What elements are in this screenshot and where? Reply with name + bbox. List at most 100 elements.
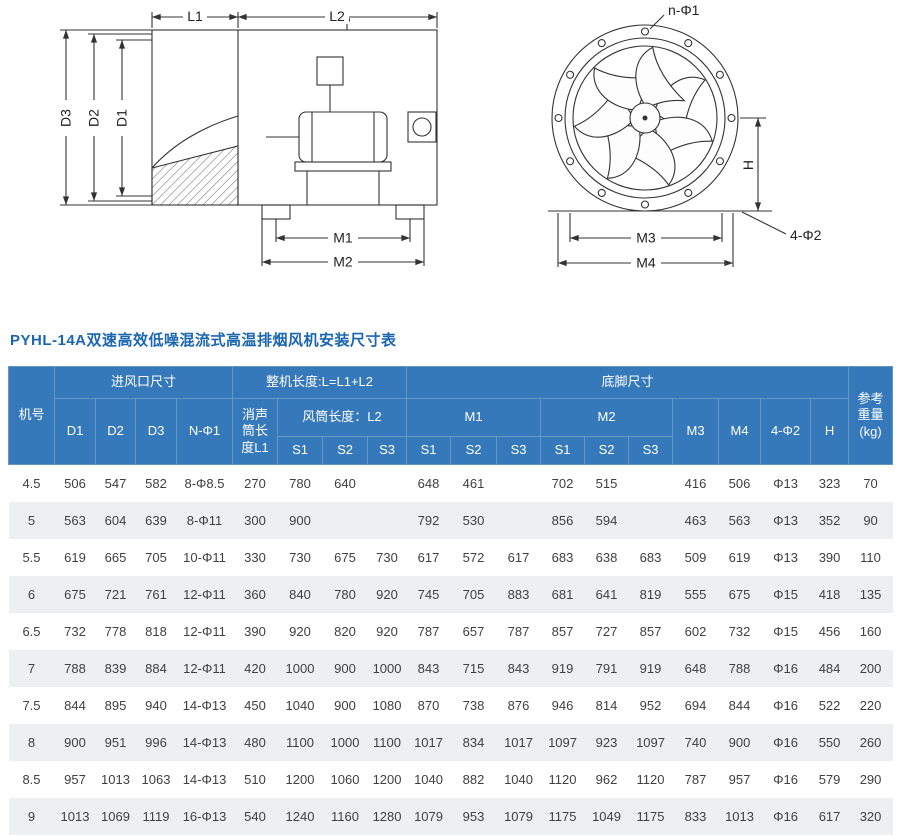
cell-value: 563	[728, 512, 751, 528]
cell-value: 1240	[285, 808, 315, 824]
impeller	[573, 46, 713, 186]
cell-value: 900	[728, 734, 751, 750]
cell-value: 420	[244, 660, 266, 676]
cell-value: 579	[818, 771, 841, 787]
cell-value: 547	[104, 475, 127, 491]
cell-value: 1000	[330, 734, 360, 750]
cell-value: 290	[859, 771, 882, 787]
group-header-overall: 整机长度:L=L1+L2	[232, 366, 408, 399]
cell-value: 484	[818, 660, 841, 676]
cell-model: 8.5	[22, 771, 41, 787]
cell-value: Φ15	[773, 586, 798, 602]
cell-value: 702	[551, 475, 574, 491]
sub-header-m1-s3: S3	[496, 436, 542, 465]
cell-value: 480	[244, 734, 266, 750]
cell-value: 509	[684, 549, 707, 565]
cell-value: 390	[818, 549, 841, 565]
cell-value: 594	[595, 512, 618, 528]
cell-value: 820	[334, 623, 356, 639]
cell-value: 1100	[373, 734, 401, 750]
sub-header-m2-s3: S3	[628, 436, 674, 465]
sub-header-m2-s1: S1	[540, 436, 586, 465]
dim-label-4-phi2: 4-Φ2	[790, 227, 822, 243]
cell-value: 818	[145, 623, 167, 639]
cell-value: 515	[595, 475, 618, 491]
cell-value: 840	[289, 586, 311, 602]
cell-value: 12-Φ11	[183, 660, 226, 676]
cell-value: 1017	[414, 734, 443, 750]
cell-value: 1000	[285, 660, 315, 676]
cell-value: 900	[334, 660, 356, 676]
cell-value: 530	[462, 512, 485, 528]
cell-value: 876	[507, 697, 530, 713]
cell-model: 6.5	[22, 623, 41, 639]
cell-value: 638	[595, 549, 618, 565]
table-header: 机号 进风口尺寸 整机长度:L=L1+L2 底脚尺寸 参考 重量 (kg) D1…	[8, 366, 894, 465]
cell-value: 833	[684, 808, 707, 824]
cell-value: 792	[417, 512, 440, 528]
cell-value: 12-Φ11	[183, 623, 226, 639]
cell-value: 951	[104, 734, 127, 750]
cell-value: 1120	[636, 771, 665, 787]
cell-value: 463	[684, 512, 707, 528]
cell-value: 657	[462, 623, 485, 639]
cell-value: 730	[376, 549, 398, 565]
cell-value: 540	[244, 808, 266, 824]
cell-value: 895	[104, 697, 127, 713]
group-header-footing: 底脚尺寸	[406, 366, 850, 399]
cell-value	[368, 502, 407, 539]
cell-value: 550	[818, 734, 841, 750]
cell-value: 730	[289, 549, 311, 565]
dim-label-d2: D2	[86, 109, 102, 127]
cell-value: 1175	[548, 808, 577, 824]
col-header-n-phi1: N-Φ1	[175, 398, 234, 465]
cell-value: 1040	[414, 771, 443, 787]
cell-value: 738	[462, 697, 485, 713]
cell-value: 819	[639, 586, 662, 602]
cell-model: 4.5	[22, 475, 41, 491]
inlet-cone-curve	[151, 115, 239, 169]
col-header-model: 机号	[8, 366, 55, 465]
cell-model: 5	[27, 512, 36, 528]
title-zone: PYHL-14A双速高效低噪混流式高温排烟风机安装尺寸表	[0, 312, 900, 366]
cell-value: 962	[595, 771, 618, 787]
cell-value: 884	[145, 660, 167, 676]
cell-value: 14-Φ13	[182, 771, 227, 787]
cell-value: 14-Φ13	[182, 734, 227, 750]
cell-value: 882	[462, 771, 485, 787]
cell-value: 640	[334, 475, 356, 491]
col-header-d2: D2	[95, 398, 136, 465]
cell-value: 705	[145, 549, 167, 565]
dim-d1-d2-d3	[60, 29, 152, 206]
cell-value: 1049	[592, 808, 621, 824]
cell-value: 1200	[372, 771, 402, 787]
bolt-holes	[554, 27, 736, 209]
dim-label-m1: M1	[333, 230, 353, 246]
cell-value: 900	[289, 512, 311, 528]
cell-value: 1000	[372, 660, 402, 676]
cell-value: 732	[64, 623, 86, 639]
cell-model: 6	[27, 586, 36, 602]
sub-header-m1-s1: S1	[406, 436, 452, 465]
cell-value: 919	[551, 660, 574, 676]
cell-value: 323	[818, 475, 841, 491]
cell-value: 940	[145, 697, 167, 713]
cell-value: 745	[417, 586, 440, 602]
dim-h	[740, 117, 766, 211]
cell-value: 1280	[372, 808, 402, 824]
cell-value: 1200	[285, 771, 315, 787]
col-header-4-phi2: 4-Φ2	[760, 398, 812, 465]
cell-model: 9	[27, 808, 36, 824]
cell-value: Φ15	[773, 623, 798, 639]
cell-value: 787	[507, 623, 530, 639]
sub-header-l2-s3: S3	[367, 436, 408, 465]
sub-header-m2-s2: S2	[584, 436, 630, 465]
cell-value: 715	[462, 660, 485, 676]
cell-model: 7	[27, 660, 36, 676]
cell-value: Φ16	[773, 808, 798, 824]
